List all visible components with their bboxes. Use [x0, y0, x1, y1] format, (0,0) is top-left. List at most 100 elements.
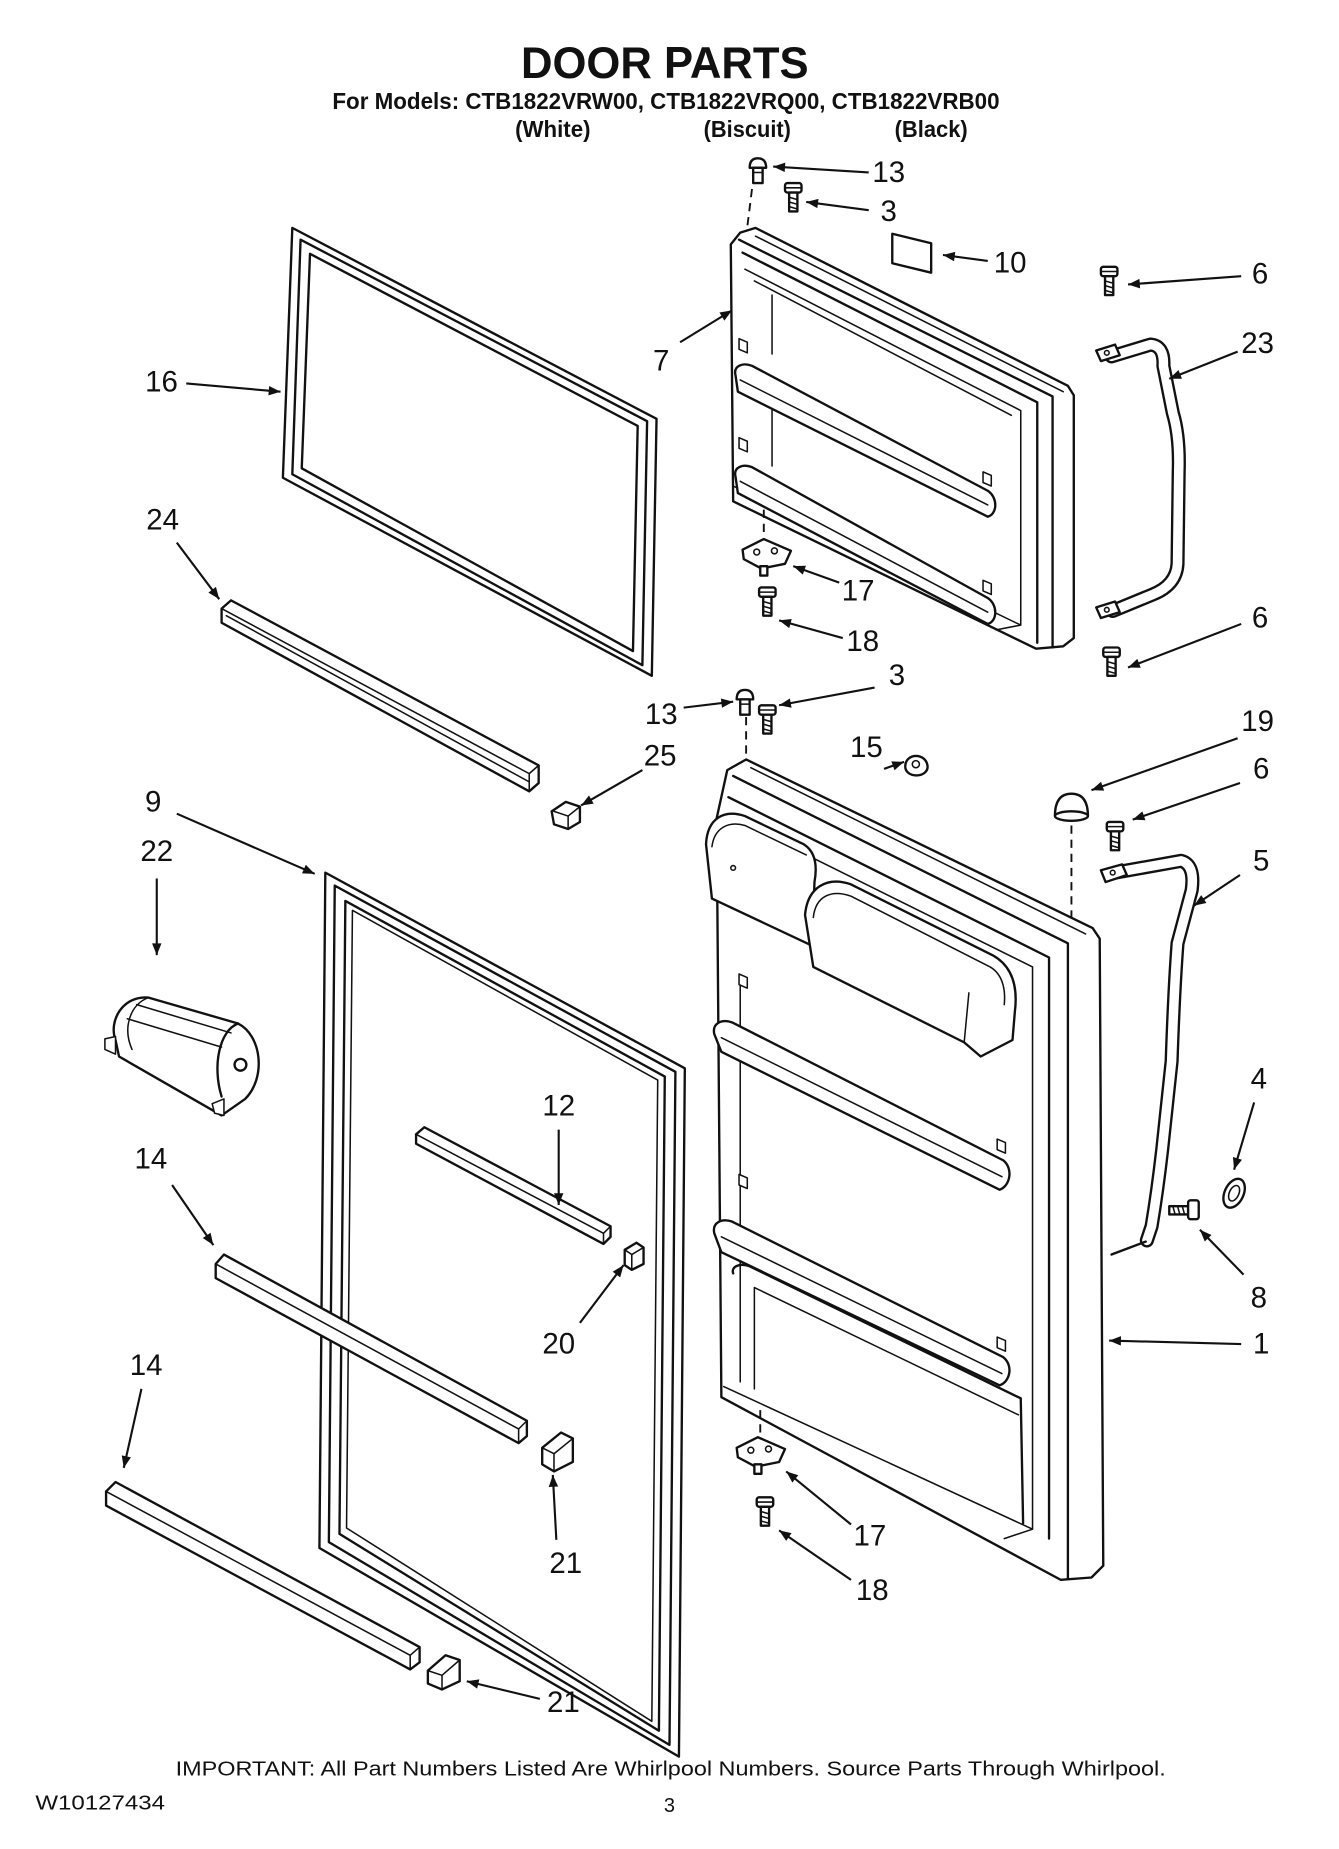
hinge-hole: [747, 1446, 755, 1454]
screw-fresh-food-handle-top: [1105, 820, 1125, 852]
dairy-door-left-mark: [730, 864, 737, 872]
end-cap-edges: [623, 1246, 645, 1271]
end-cap-body: [623, 1241, 645, 1272]
freezer-door-liner-flange: [741, 251, 1039, 644]
callout-label: 3: [889, 659, 905, 692]
fresh-food-door-tabs: [738, 973, 1007, 1352]
callout-arrow-28: [785, 1470, 852, 1526]
callout-arrow-9: [778, 619, 844, 640]
callout-label: 17: [853, 1520, 886, 1553]
handle-screw-cover: [1222, 1177, 1246, 1209]
callout-label: 5: [1253, 844, 1269, 877]
shoulder-screw-thread: [1172, 1205, 1186, 1216]
callout-label: 10: [994, 247, 1027, 280]
dairy-bin-cover: [104, 996, 260, 1117]
callout-arrow-25: [1109, 1336, 1242, 1346]
callout-arrow-27: [548, 1474, 559, 1540]
callout-arrow-26: [121, 1388, 143, 1469]
freezer-door-shelf-lower-lip: [739, 480, 989, 613]
retainer-bar-body: [220, 599, 540, 793]
freezer-door-shelf-lower: [733, 464, 997, 626]
shelf-retainer-bar-lower: [104, 1480, 421, 1671]
screw-top-freezer: [783, 181, 803, 213]
end-cap-body: [426, 1654, 461, 1691]
shelf-retainer-bar-short: [414, 1126, 612, 1246]
handle-bottom-end: [1110, 1240, 1147, 1256]
callout-label: 12: [542, 1089, 575, 1122]
screw-hinge-lower: [755, 1496, 775, 1527]
callout-label: 17: [842, 574, 875, 607]
callout-arrow-7: [175, 541, 221, 600]
callout-label: 7: [653, 345, 669, 378]
handle-tube-fill: [1106, 339, 1184, 616]
door-plug-button: [904, 754, 929, 777]
retainer-bar-edges: [415, 1133, 612, 1245]
dairy-bin-cover-tabs: [104, 1035, 225, 1117]
retainer-bar-edges: [220, 607, 540, 793]
fresh-food-door-shelf-upper-lip: [720, 1036, 1003, 1178]
fresh-food-door-top-edge: [750, 766, 1087, 935]
callout-arrow-13: [883, 760, 905, 771]
shelf-retainer-bar-upper: [214, 1253, 529, 1445]
hinge-hole: [753, 548, 761, 556]
callout-arrow-29: [778, 1529, 852, 1581]
screw-freezer-handle-bottom: [1102, 646, 1121, 677]
door-label: [891, 232, 933, 274]
fresh-food-door-front-edge: [731, 774, 1070, 1580]
end-cap-edges: [427, 1659, 461, 1691]
dairy-door-right-detail: [812, 892, 1006, 1044]
callout-label: 13: [872, 156, 905, 189]
callout-arrow-0: [773, 162, 869, 174]
freezer-door-tabs: [738, 337, 993, 596]
callout-arrow-21: [171, 1184, 215, 1246]
callout-arrow-6: [186, 382, 281, 396]
fresh-food-door: [704, 758, 1105, 1582]
callout-label: 8: [1251, 1282, 1267, 1315]
freezer-door-outline: [729, 226, 1075, 650]
screw-top-fresh-food: [757, 704, 777, 735]
gasket-inner-edge: [300, 252, 639, 653]
fresh-food-door-bottom-bin: [731, 1263, 1025, 1525]
callout-label: 6: [1253, 752, 1269, 785]
document-number: W10127434: [35, 1793, 165, 1815]
page-number: 3: [664, 1795, 675, 1817]
callout-label: 20: [542, 1328, 575, 1361]
fresh-food-door-shelf-lower: [712, 1219, 1011, 1387]
shoulder-screw-head: [1186, 1199, 1200, 1221]
alignment-line: [746, 188, 753, 227]
fresh-food-door-handle: [1099, 853, 1200, 1256]
callout-arrow-11: [683, 698, 734, 709]
callout-label: 3: [881, 195, 897, 228]
callout-label: 9: [145, 785, 161, 818]
freezer-door-shelf-upper-lip: [739, 379, 989, 506]
dairy-bin-cover-shading: [126, 996, 232, 1051]
callout-arrow-8: [792, 565, 840, 584]
callout-arrow-3: [1127, 275, 1242, 289]
callout-arrow-4: [1168, 350, 1239, 380]
models-line: For Models: CTB1822VRW00, CTB1822VRQ00, …: [332, 88, 999, 114]
callout-arrow-22: [1232, 1102, 1256, 1170]
hinge-plate: [735, 1436, 787, 1468]
hinge-bracket-upper: [741, 537, 793, 577]
dairy-door-right: [803, 880, 1017, 1058]
callout-arrow-1: [806, 198, 869, 212]
model-color-black: (Black): [895, 116, 968, 142]
hinge-hole: [764, 1445, 773, 1453]
freezer-door-handle: [1095, 337, 1186, 620]
lower-retainer-end-cap: [426, 1654, 461, 1691]
model-color-biscuit: (Biscuit): [704, 116, 791, 142]
plug-cap-base: [1053, 810, 1090, 822]
fresh-food-door-shelf-lower-lip: [720, 1236, 1003, 1375]
callout-arrow-5: [679, 309, 733, 344]
screw-cover-inner: [1227, 1184, 1241, 1202]
callout-arrow-15: [1132, 782, 1241, 821]
fresh-food-door-shelf-upper: [712, 1020, 1011, 1191]
rivet-top-fresh-food: [735, 688, 755, 716]
hinge-pin: [759, 564, 769, 577]
callout-arrow-17: [176, 812, 316, 875]
callout-label: 1: [1253, 1328, 1269, 1361]
end-cap-body: [541, 1431, 575, 1473]
dairy-bin-cover-pivot: [233, 1057, 248, 1072]
callout-label: 6: [1252, 601, 1268, 634]
